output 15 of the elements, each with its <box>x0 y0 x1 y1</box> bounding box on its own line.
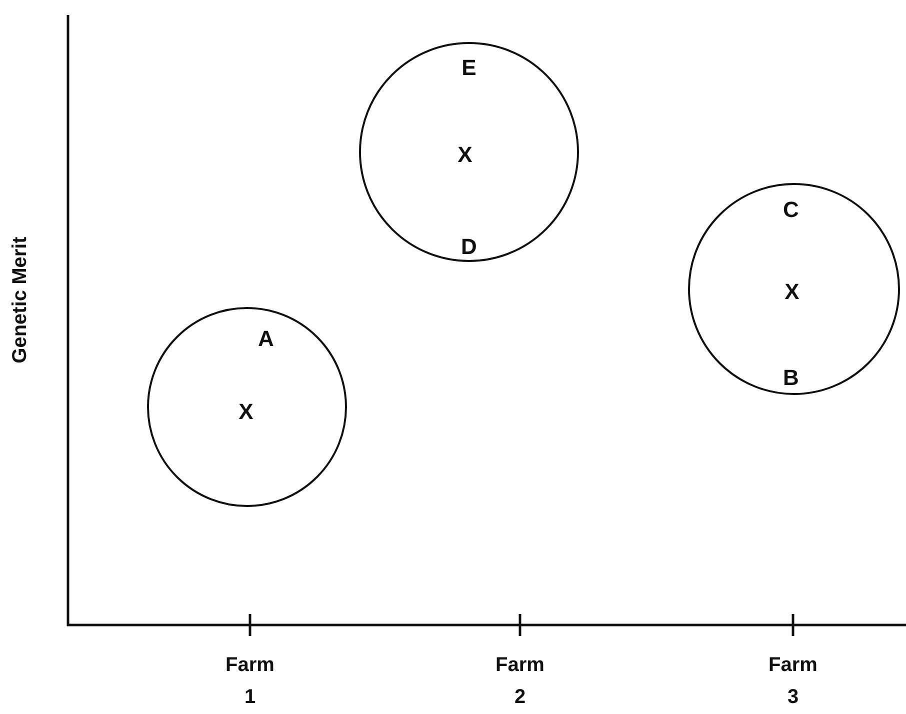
point-label: X <box>784 281 800 303</box>
point-label: X <box>458 144 472 166</box>
point-label: B <box>783 367 799 389</box>
axis-label: Farm 3 <box>768 653 818 710</box>
axis-title: Genetic Merit <box>8 236 32 364</box>
circle <box>359 42 579 262</box>
circle <box>147 307 347 507</box>
point-label: C <box>783 199 799 221</box>
circle <box>688 183 900 395</box>
point-label: E <box>462 57 476 79</box>
point-label: D <box>461 236 477 258</box>
point-label: X <box>238 401 254 423</box>
axis-label: Farm 2 <box>496 653 544 710</box>
point-label: A <box>258 328 274 350</box>
axis-label: Farm 1 <box>226 653 274 710</box>
